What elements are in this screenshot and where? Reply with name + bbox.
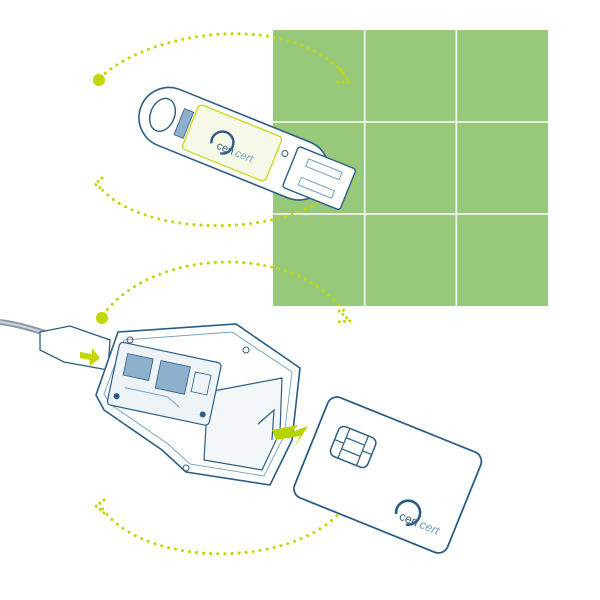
usb-token-led — [281, 150, 289, 158]
usb-cable-plug-arrow — [80, 348, 100, 366]
card-reader-pcb-chip-2 — [154, 360, 191, 395]
card-reader-shell-inner — [103, 331, 293, 477]
card-reader-slot-face — [203, 377, 283, 471]
usb-token-connector — [282, 146, 356, 210]
usb-arc-bottom-head — [92, 176, 105, 192]
reader-arc-top-head — [335, 309, 354, 324]
usb-token-lanyard-hole — [148, 97, 177, 132]
card-reader-pcb-chip — [122, 353, 154, 381]
smart-card-logo-mark — [394, 499, 422, 526]
reader-arc-top — [101, 260, 347, 317]
usb-arc-dot — [93, 74, 105, 86]
smart-card-body — [293, 396, 483, 554]
usb-arc-bottom — [96, 178, 347, 228]
card-reader-screw-2 — [242, 346, 250, 354]
card-reader-pcb-trace — [124, 387, 180, 408]
reader-arc-dot — [96, 312, 108, 324]
card-reader-screw-1 — [126, 336, 134, 344]
smart-card-icon: cen cert — [293, 396, 483, 554]
usb-token-pcb — [181, 104, 283, 182]
card-reader-pcb-hole-2 — [199, 411, 206, 418]
usb-token-connector-pin-2 — [297, 176, 336, 199]
card-reader-pcb-hole-1 — [113, 393, 120, 400]
smart-card-logo-prefix: cen — [397, 509, 420, 529]
card-arc-bottom-head — [93, 498, 106, 515]
card-arc-bottom — [98, 503, 348, 556]
usb-token-chip — [173, 108, 195, 139]
card-reader-pcb-connector — [190, 371, 212, 396]
card-reader-icon — [95, 323, 301, 486]
chip-contacts — [334, 428, 372, 466]
usb-arc-top — [98, 32, 347, 80]
usb-arc-top-head — [334, 68, 352, 84]
usb-token-logo-mark — [210, 130, 235, 155]
usb-cable — [0, 319, 111, 371]
usb-token-icon: cen cert — [138, 86, 356, 210]
insert-arrow-icon — [272, 425, 308, 448]
card-reader-pcb — [106, 341, 222, 426]
usb-cable-plug — [39, 325, 111, 371]
chip-icon — [329, 425, 377, 469]
card-reader-screw-3 — [182, 464, 190, 472]
usb-token-connector-pin-1 — [305, 158, 343, 181]
grid-lines — [273, 30, 548, 306]
